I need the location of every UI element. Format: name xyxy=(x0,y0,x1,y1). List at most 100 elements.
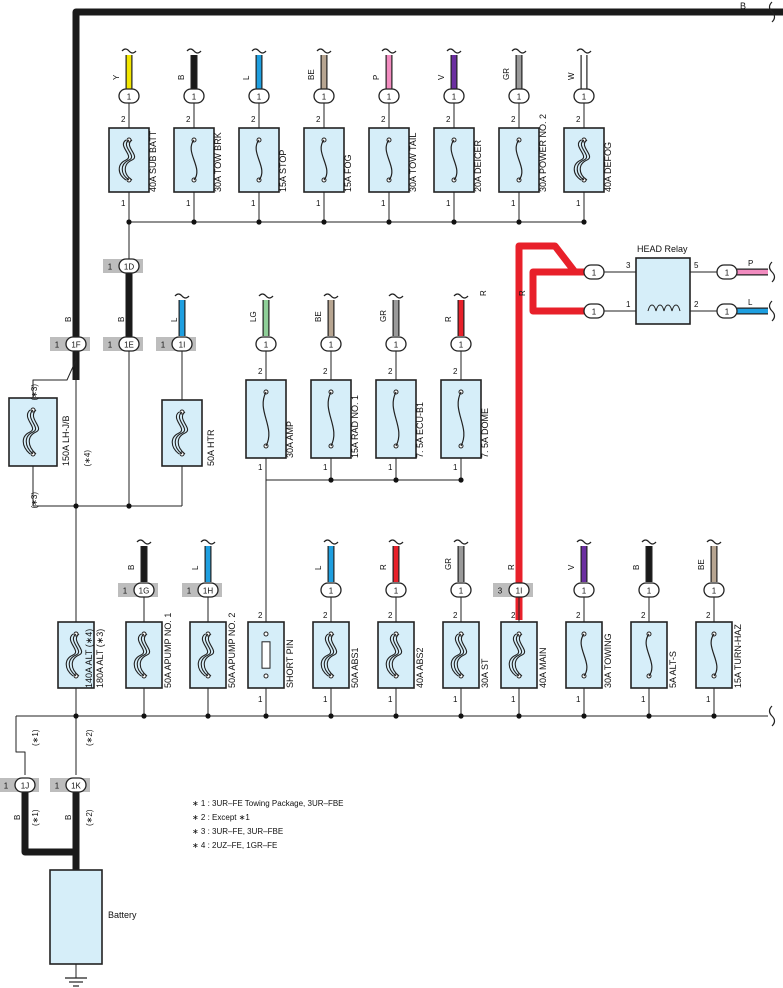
fuse-element xyxy=(385,633,397,677)
junction-dot xyxy=(581,713,587,719)
junction-dot xyxy=(328,477,334,483)
connector-pin: 1 xyxy=(161,341,166,350)
fuse-label: SHORT PIN xyxy=(285,639,295,688)
wire-break-tilde xyxy=(453,293,469,299)
wire-break xyxy=(768,300,776,322)
connector-pin: 1 xyxy=(108,341,113,350)
connector xyxy=(508,88,530,104)
connector-pin: 1 xyxy=(55,782,60,791)
fuse-element xyxy=(453,633,465,677)
junction-dot xyxy=(263,713,269,719)
fuse-element xyxy=(171,411,183,455)
wire-break-tilde xyxy=(706,539,722,545)
connector xyxy=(118,88,140,104)
wire-color-code: B xyxy=(13,815,22,820)
connector-1I xyxy=(171,336,193,352)
fuse-label: 30A TOWING xyxy=(603,633,613,688)
fuse-label: 15A FOG xyxy=(343,154,353,192)
variant-note: (∗3) xyxy=(30,384,39,401)
fuse-element xyxy=(573,139,585,181)
wire-color-code: Y xyxy=(112,74,121,80)
connector-pin: 1 xyxy=(712,587,717,596)
fuse-pin: 2 xyxy=(576,115,581,124)
bus-break xyxy=(768,1,776,23)
fuse-element xyxy=(200,633,212,677)
junction-dot xyxy=(321,219,327,225)
wire-color-code: P xyxy=(748,259,753,268)
wire-color-code: R xyxy=(444,316,453,322)
fuse-label: 50A APUMP NO. 1 xyxy=(163,613,173,688)
wire-color-code: B xyxy=(740,1,746,11)
connector-id: 1K xyxy=(71,782,81,791)
wire-color-code: V xyxy=(437,74,446,80)
fuse-pin: 1 xyxy=(706,695,711,704)
wire-color-code: V xyxy=(567,564,576,570)
wire-break xyxy=(768,261,776,283)
fuse-element xyxy=(177,411,189,455)
junction-dot xyxy=(711,713,717,719)
connector-pin: 1 xyxy=(387,93,392,102)
fuse-element xyxy=(68,633,80,677)
footnote: ∗ 4 : 2UZ–FE, 1GR–FE xyxy=(192,841,277,850)
wire-color-code: LG xyxy=(249,311,258,322)
fuse-element xyxy=(136,633,148,677)
junction-dot xyxy=(73,713,79,719)
wire-break-tilde xyxy=(381,48,397,54)
fuse-element xyxy=(121,139,133,181)
junction-dot xyxy=(581,219,587,225)
fuse-pin: 1 xyxy=(323,463,328,472)
fuse-pin: 1 xyxy=(511,695,516,704)
connector-id: 1J xyxy=(21,782,29,791)
connector-id: 1F xyxy=(71,341,80,350)
junction-dot xyxy=(516,713,522,719)
wire-break-tilde xyxy=(576,539,592,545)
wire xyxy=(32,351,77,398)
connector-id: 1G xyxy=(139,587,150,596)
short-pin-icon xyxy=(261,641,271,669)
connector-1H xyxy=(197,582,219,598)
connector-1I-bottom xyxy=(508,582,530,598)
fuse-label: 50A HTR xyxy=(206,429,216,466)
fuse-pin: 2 xyxy=(258,367,263,376)
fuse-element xyxy=(124,139,136,181)
fuse-label: 30A POWER NO. 2 xyxy=(538,114,548,192)
battery-box xyxy=(49,869,103,965)
fuse-pin: 1 xyxy=(251,199,256,208)
fuse-pin: 1 xyxy=(258,695,263,704)
fuse-label: 180A ALT (∗3) xyxy=(95,629,105,688)
wire-color-code: B xyxy=(177,75,186,80)
fuse-label: 20A DEICER xyxy=(473,139,483,192)
footnote: ∗ 3 : 3UR–FE, 3UR–FBE xyxy=(192,827,283,836)
junction-dot xyxy=(458,477,464,483)
connector-1G xyxy=(133,582,155,598)
fuse-pin: 2 xyxy=(446,115,451,124)
wire-color-code: B xyxy=(64,317,73,322)
fuse-pin: 1 xyxy=(388,463,393,472)
wire-break xyxy=(768,705,776,727)
wire-color-code: R xyxy=(518,290,527,296)
connector-pin: 1 xyxy=(582,93,587,102)
fuse-element xyxy=(71,633,83,677)
junction-dot xyxy=(126,503,132,509)
fuse-element xyxy=(320,633,332,677)
fuse-pin: 1 xyxy=(121,199,126,208)
fuse-pin: 1 xyxy=(388,695,393,704)
fuse-element xyxy=(385,139,393,181)
fuse-element xyxy=(22,409,34,455)
wire-color-code: B xyxy=(64,815,73,820)
fuse-label: 5A ALT-S xyxy=(668,651,678,688)
junction-dot xyxy=(646,713,652,719)
connector-pin: 1 xyxy=(592,269,597,278)
connector-pin: 1 xyxy=(394,341,399,350)
wire-r-relay xyxy=(529,268,594,315)
fuse-label: 40A DEFOG xyxy=(603,142,613,192)
connector-pin: 1 xyxy=(459,341,464,350)
fuse-element xyxy=(65,633,77,677)
fuse-element xyxy=(456,633,468,677)
fuse-element xyxy=(323,633,335,677)
fuse-element xyxy=(392,391,400,447)
connector xyxy=(443,88,465,104)
fuse-element xyxy=(133,633,145,677)
fuse-element xyxy=(262,391,270,447)
